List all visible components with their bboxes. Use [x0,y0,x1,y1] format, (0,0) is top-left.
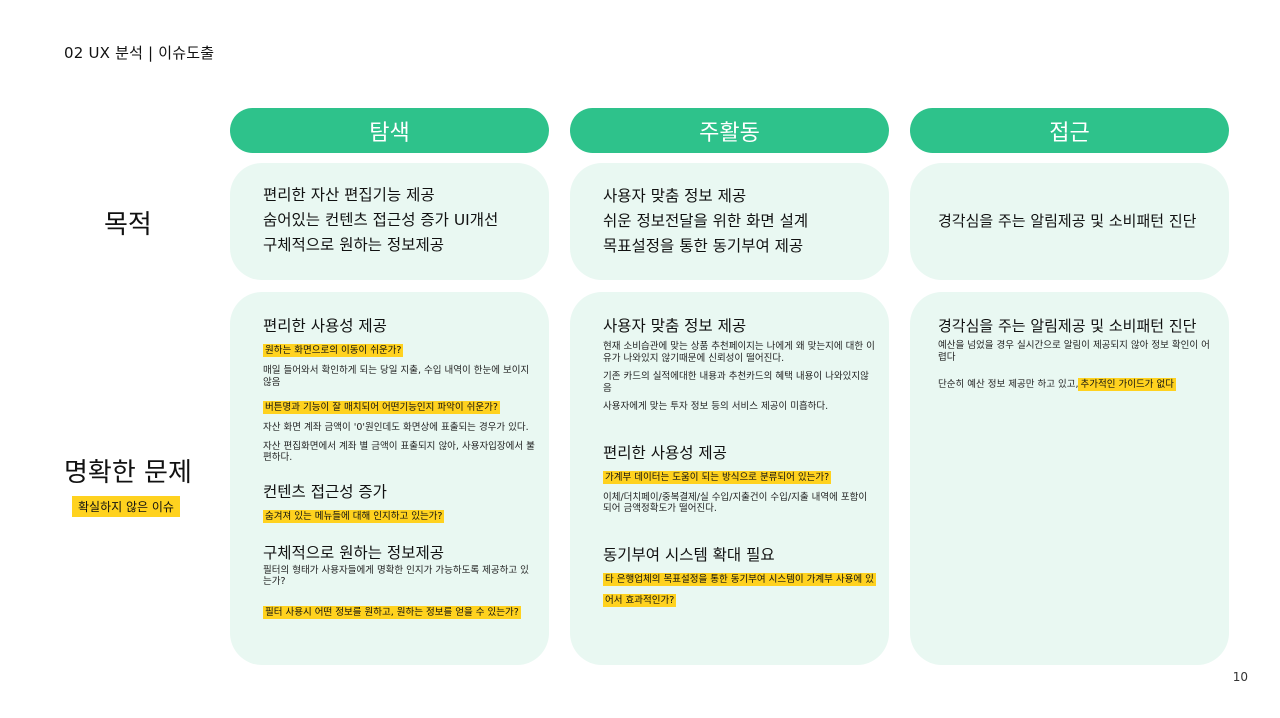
section-title: 구체적으로 원하는 정보제공 [263,543,444,562]
problem-card-main-activity: 사용자 맞춤 정보 제공 현재 소비습관에 맞는 상품 추천페이지는 나에게 왜… [570,292,889,665]
section-title: 컨텐츠 접근성 증가 [263,482,387,501]
goal-item: 구체적으로 원하는 정보제공 [263,236,444,254]
goal-item: 사용자 맞춤 정보 제공 [603,187,747,205]
issue-text: 예산을 넘었을 경우 실시간으로 알림이 제공되지 않아 정보 확인이 어렵다 [938,340,1210,363]
highlight-question: 필터 사용시 어떤 정보를 원하고, 원하는 정보를 얻을 수 있는가? [263,605,521,619]
goal-item: 목표설정을 통한 동기부여 제공 [603,237,804,255]
problem-card-explore: 편리한 사용성 제공 원하는 화면으로의 이동이 쉬운가? 매일 들어와서 확인… [230,292,549,665]
row-label-problem: 명확한 문제 [64,458,192,488]
highlight-question: 숨겨져 있는 메뉴들에 대해 인지하고 있는가? [263,509,445,523]
row-label-problem-tag: 확실하지 않은 이슈 [72,496,180,517]
goal-card-access: 경각심을 주는 알림제공 및 소비패턴 진단 [910,163,1229,280]
problem-card-access: 경각심을 주는 알림제공 및 소비패턴 진단 예산을 넘었을 경우 실시간으로 … [910,292,1229,665]
goal-item: 경각심을 주는 알림제공 및 소비패턴 진단 [938,212,1197,230]
column-header-explore: 탐색 [230,108,549,153]
column-header-access: 접근 [910,108,1229,153]
section-title: 편리한 사용성 제공 [603,443,727,462]
goal-item: 쉬운 정보전달을 위한 화면 설계 [603,212,809,230]
goal-item: 편리한 자산 편집기능 제공 [263,186,435,204]
section-title: 편리한 사용성 제공 [263,317,387,335]
issue-text: 단순히 예산 정보 제공만 하고 있고, [938,379,1079,390]
issue-text: 자산 편집화면에서 계좌 별 금액이 표출되지 않아, 사용자입장에서 불편하다… [263,440,535,464]
issue-text: 필터의 형태가 사용자들에게 명확한 인지가 가능하도록 제공하고 있는가? [263,564,529,588]
goal-card-main-activity: 사용자 맞춤 정보 제공 쉬운 정보전달을 위한 화면 설계 목표설정을 통한 … [570,163,889,280]
highlight-question: 버튼명과 기능이 잘 매치되어 어떤기능인지 파악이 쉬운가? [263,401,500,414]
goal-card-explore: 편리한 자산 편집기능 제공 숨어있는 컨텐츠 접근성 증가 UI개선 구체적으… [230,163,549,280]
issue-text: 자산 화면 계좌 금액이 '0'원인데도 화면상에 표출되는 경우가 있다. [263,422,529,433]
highlight-question: 원하는 화면으로의 이동이 쉬운가? [263,344,404,357]
section-title: 사용자 맞춤 정보 제공 [603,317,747,335]
issue-text: 이체/더치페이/중복결제/실 수입/지출건이 수입/지출 내역에 포함이 되어 … [603,491,868,515]
issue-text: 현재 소비습관에 맞는 상품 추천페이지는 나에게 왜 맞는지에 대한 이유가 … [603,341,875,364]
page-breadcrumb: 02 UX 분석 | 이슈도출 [64,44,215,62]
section-title: 동기부여 시스템 확대 필요 [603,545,775,564]
highlight-question: 추가적인 가이드가 없다 [1078,378,1176,391]
highlight-question: 가계부 데이터는 도움이 되는 방식으로 분류되어 있는가? [603,470,832,484]
highlight-question: 타 은행업체의 목표설정을 통한 동기부여 시스템이 가계부 사용에 있어서 효… [603,572,876,607]
section-title: 경각심을 주는 알림제공 및 소비패턴 진단 [938,317,1197,335]
column-header-main-activity: 주활동 [570,108,889,153]
row-label-goal: 목적 [104,210,152,240]
issue-text: 기존 카드의 실적에대한 내용과 추천카드의 혜택 내용이 나와있지않음 [603,371,869,394]
issue-text: 매일 들어와서 확인하게 되는 당일 지출, 수입 내역이 한눈에 보이지 않음 [263,365,530,388]
goal-item: 숨어있는 컨텐츠 접근성 증가 UI개선 [263,211,499,229]
page-number: 10 [1232,670,1248,684]
issue-text: 사용자에게 맞는 투자 정보 등의 서비스 제공이 미흡하다. [603,401,829,412]
